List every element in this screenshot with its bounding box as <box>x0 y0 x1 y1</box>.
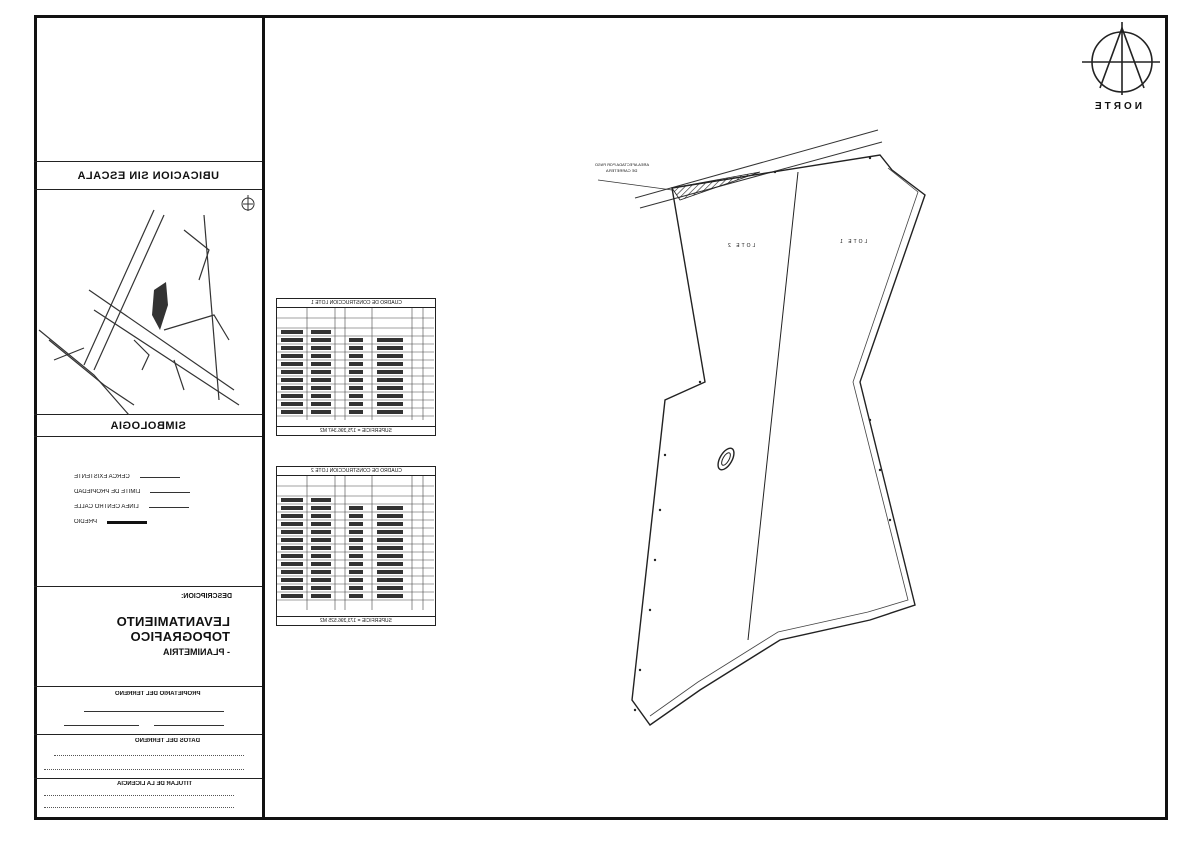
drawing-frame <box>34 15 1168 820</box>
field-line <box>54 755 244 756</box>
lote1-label: LOTE 1 <box>838 239 868 245</box>
title-block: UBICACION SIN ESCALA <box>34 15 265 820</box>
map-road <box>133 339 150 371</box>
map-road <box>93 214 165 371</box>
table-title: CUADRO DE CONSTRUCCION LOTE 1 <box>310 300 402 306</box>
location-map-cell <box>34 190 262 416</box>
titular-title-wrap: TITULAR DE LA LICENCIA <box>117 781 192 787</box>
description-sub-wrap: - PLANIMETRIA <box>163 642 230 660</box>
legend-item: CERCA EXISTENTE <box>74 474 180 480</box>
descripcion-label-wrap: DESCRIPCION: <box>181 593 232 600</box>
legend-label: CERCA EXISTENTE <box>74 474 130 480</box>
field-line <box>44 795 234 796</box>
ubicacion-title: UBICACION SIN ESCALA <box>76 169 219 182</box>
north-arrow-icon <box>241 195 255 211</box>
map-road <box>93 309 240 406</box>
table-footer: SUPERFICIE = 175,396.347 M2 <box>320 428 392 434</box>
map-road <box>183 229 210 281</box>
legend-item: PREDIO <box>74 519 148 525</box>
map-road <box>163 314 230 341</box>
description-sub: - PLANIMETRIA <box>163 647 230 657</box>
propietario-cell: PROPIETARIO DEL TERRENO <box>34 687 262 735</box>
map-road <box>173 359 185 391</box>
simbologia-header: SIMBOLOGIA <box>34 415 262 437</box>
table-grid <box>277 308 434 420</box>
map-road <box>38 329 130 416</box>
description-main: LEVANTAMIENTO TOPOGRAFICO <box>116 614 230 644</box>
callout-line-2: DE CARRETERA <box>606 168 638 173</box>
map-road <box>83 209 155 366</box>
legend-item: LINEA CENTRO CALLE <box>74 504 189 510</box>
callout-label-wrap: AREA AFECTADA POR PASO DE CARRETERA <box>592 162 652 174</box>
descripcion-label: DESCRIPCION: <box>181 593 232 600</box>
table-grid <box>277 476 434 610</box>
table-footer: SUPERFICIE = 173,396.525 M2 <box>320 618 392 624</box>
blank-cell <box>34 15 262 162</box>
legend-line-swatch <box>139 476 180 478</box>
lote2-label: LOTE 2 <box>726 243 756 249</box>
signature-line <box>64 725 139 726</box>
legend-cell: CERCA EXISTENTE LIMITE DE PROPIEDAD LINE… <box>34 437 262 587</box>
ubicacion-header: UBICACION SIN ESCALA <box>34 162 262 190</box>
map-road <box>53 347 85 361</box>
propietario-title-wrap: PROPIETARIO DEL TERRENO <box>115 691 200 697</box>
construction-table-lote-1: CUADRO DE CONSTRUCCION LOTE 1 <box>276 298 436 436</box>
north-label: NORTE <box>1092 101 1142 112</box>
signature-line <box>84 711 224 712</box>
location-map <box>38 209 240 416</box>
titular-title: TITULAR DE LA LICENCIA <box>116 781 192 787</box>
field-line <box>44 769 244 770</box>
legend-label: PREDIO <box>74 519 98 525</box>
construction-table-lote-2: CUADRO DE CONSTRUCCION LOTE 2 <box>276 466 436 626</box>
propietario-title: PROPIETARIO DEL TERRENO <box>114 691 200 697</box>
lote2-label-wrap: LOTE 2 <box>726 243 755 249</box>
map-road <box>203 214 220 401</box>
legend-line-swatch <box>150 491 191 493</box>
map-road <box>88 289 235 391</box>
lote1-label-wrap: LOTE 1 <box>838 239 867 245</box>
titular-cell: TITULAR DE LA LICENCIA <box>34 779 262 817</box>
datos-title-wrap: DATOS DEL TERRENO <box>135 738 200 744</box>
predio-location-mark <box>152 282 168 330</box>
legend-label: LIMITE DE PROPIEDAD <box>74 489 141 495</box>
datos-cell: DATOS DEL TERRENO <box>34 735 262 779</box>
north-label-wrap: NORTE <box>1092 101 1142 112</box>
description-cell: DESCRIPCION: LEVANTAMIENTO TOPOGRAFICO -… <box>34 587 262 687</box>
legend-label: LINEA CENTRO CALLE <box>74 504 139 510</box>
simbologia-title: SIMBOLOGIA <box>110 419 186 432</box>
datos-title: DATOS DEL TERRENO <box>134 738 200 744</box>
field-line <box>44 807 234 808</box>
legend-line-swatch <box>107 520 148 524</box>
table-title: CUADRO DE CONSTRUCCION LOTE 2 <box>310 468 402 474</box>
signature-line <box>154 725 224 726</box>
legend-item: LIMITE DE PROPIEDAD <box>74 489 191 495</box>
legend-line-swatch <box>148 506 189 508</box>
